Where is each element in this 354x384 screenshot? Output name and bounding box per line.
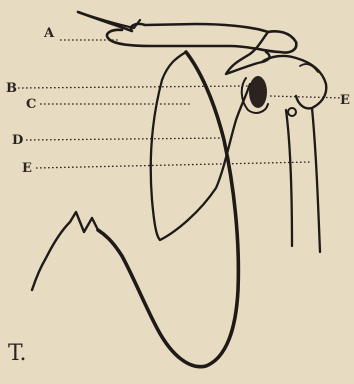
label-c: C — [26, 97, 36, 112]
label-b: B — [6, 81, 17, 96]
glenoid-cavity — [249, 76, 267, 108]
label-d: D — [12, 133, 23, 148]
label-e-left: E — [22, 161, 32, 176]
label-e-right: E — [340, 93, 350, 108]
label-a: A — [43, 26, 55, 41]
figure-label: T. — [8, 341, 26, 366]
